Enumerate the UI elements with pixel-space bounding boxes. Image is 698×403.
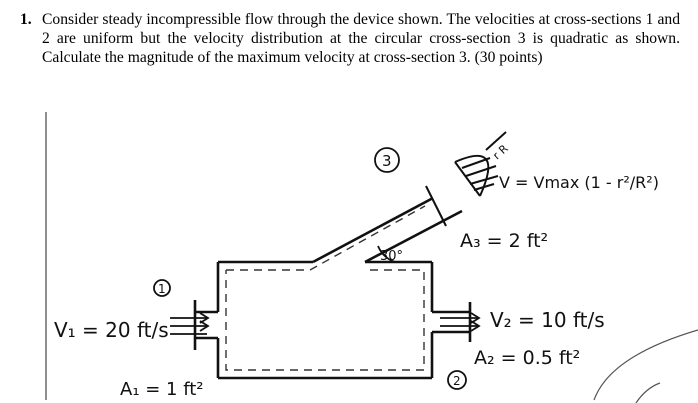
problem-statement: 1. Consider steady incompressible flow t… xyxy=(20,10,680,67)
problem-number: 1. xyxy=(20,11,32,28)
a3-label: A₃ = 2 ft² xyxy=(460,230,548,252)
angle-label: 30° xyxy=(380,249,403,264)
a1-label: A₁ = 1 ft² xyxy=(120,379,204,400)
radius-label: r R xyxy=(490,142,511,162)
section1-marker: 1 xyxy=(158,282,166,296)
a2-label: A₂ = 0.5 ft² xyxy=(474,347,580,369)
angle-arc xyxy=(377,245,396,263)
v1-label: V₁ = 20 ft/s xyxy=(54,318,169,342)
v2-label: V₂ = 10 ft/s xyxy=(490,308,605,332)
dashed-outline xyxy=(225,205,426,371)
pen-strokes xyxy=(593,329,698,403)
profile-label: V = Vmax (1 - r²/R²) xyxy=(499,173,659,192)
problem-text: Consider steady incompressible flow thro… xyxy=(42,11,680,66)
section3-marker: 3 xyxy=(382,152,392,170)
inlet-arrows xyxy=(170,312,210,335)
section3-line xyxy=(425,185,447,227)
outlet-arrows xyxy=(440,312,481,332)
section2-marker: 2 xyxy=(453,374,461,388)
velocity-profile xyxy=(454,131,507,197)
section-markers xyxy=(153,147,467,390)
device-body xyxy=(193,196,472,380)
